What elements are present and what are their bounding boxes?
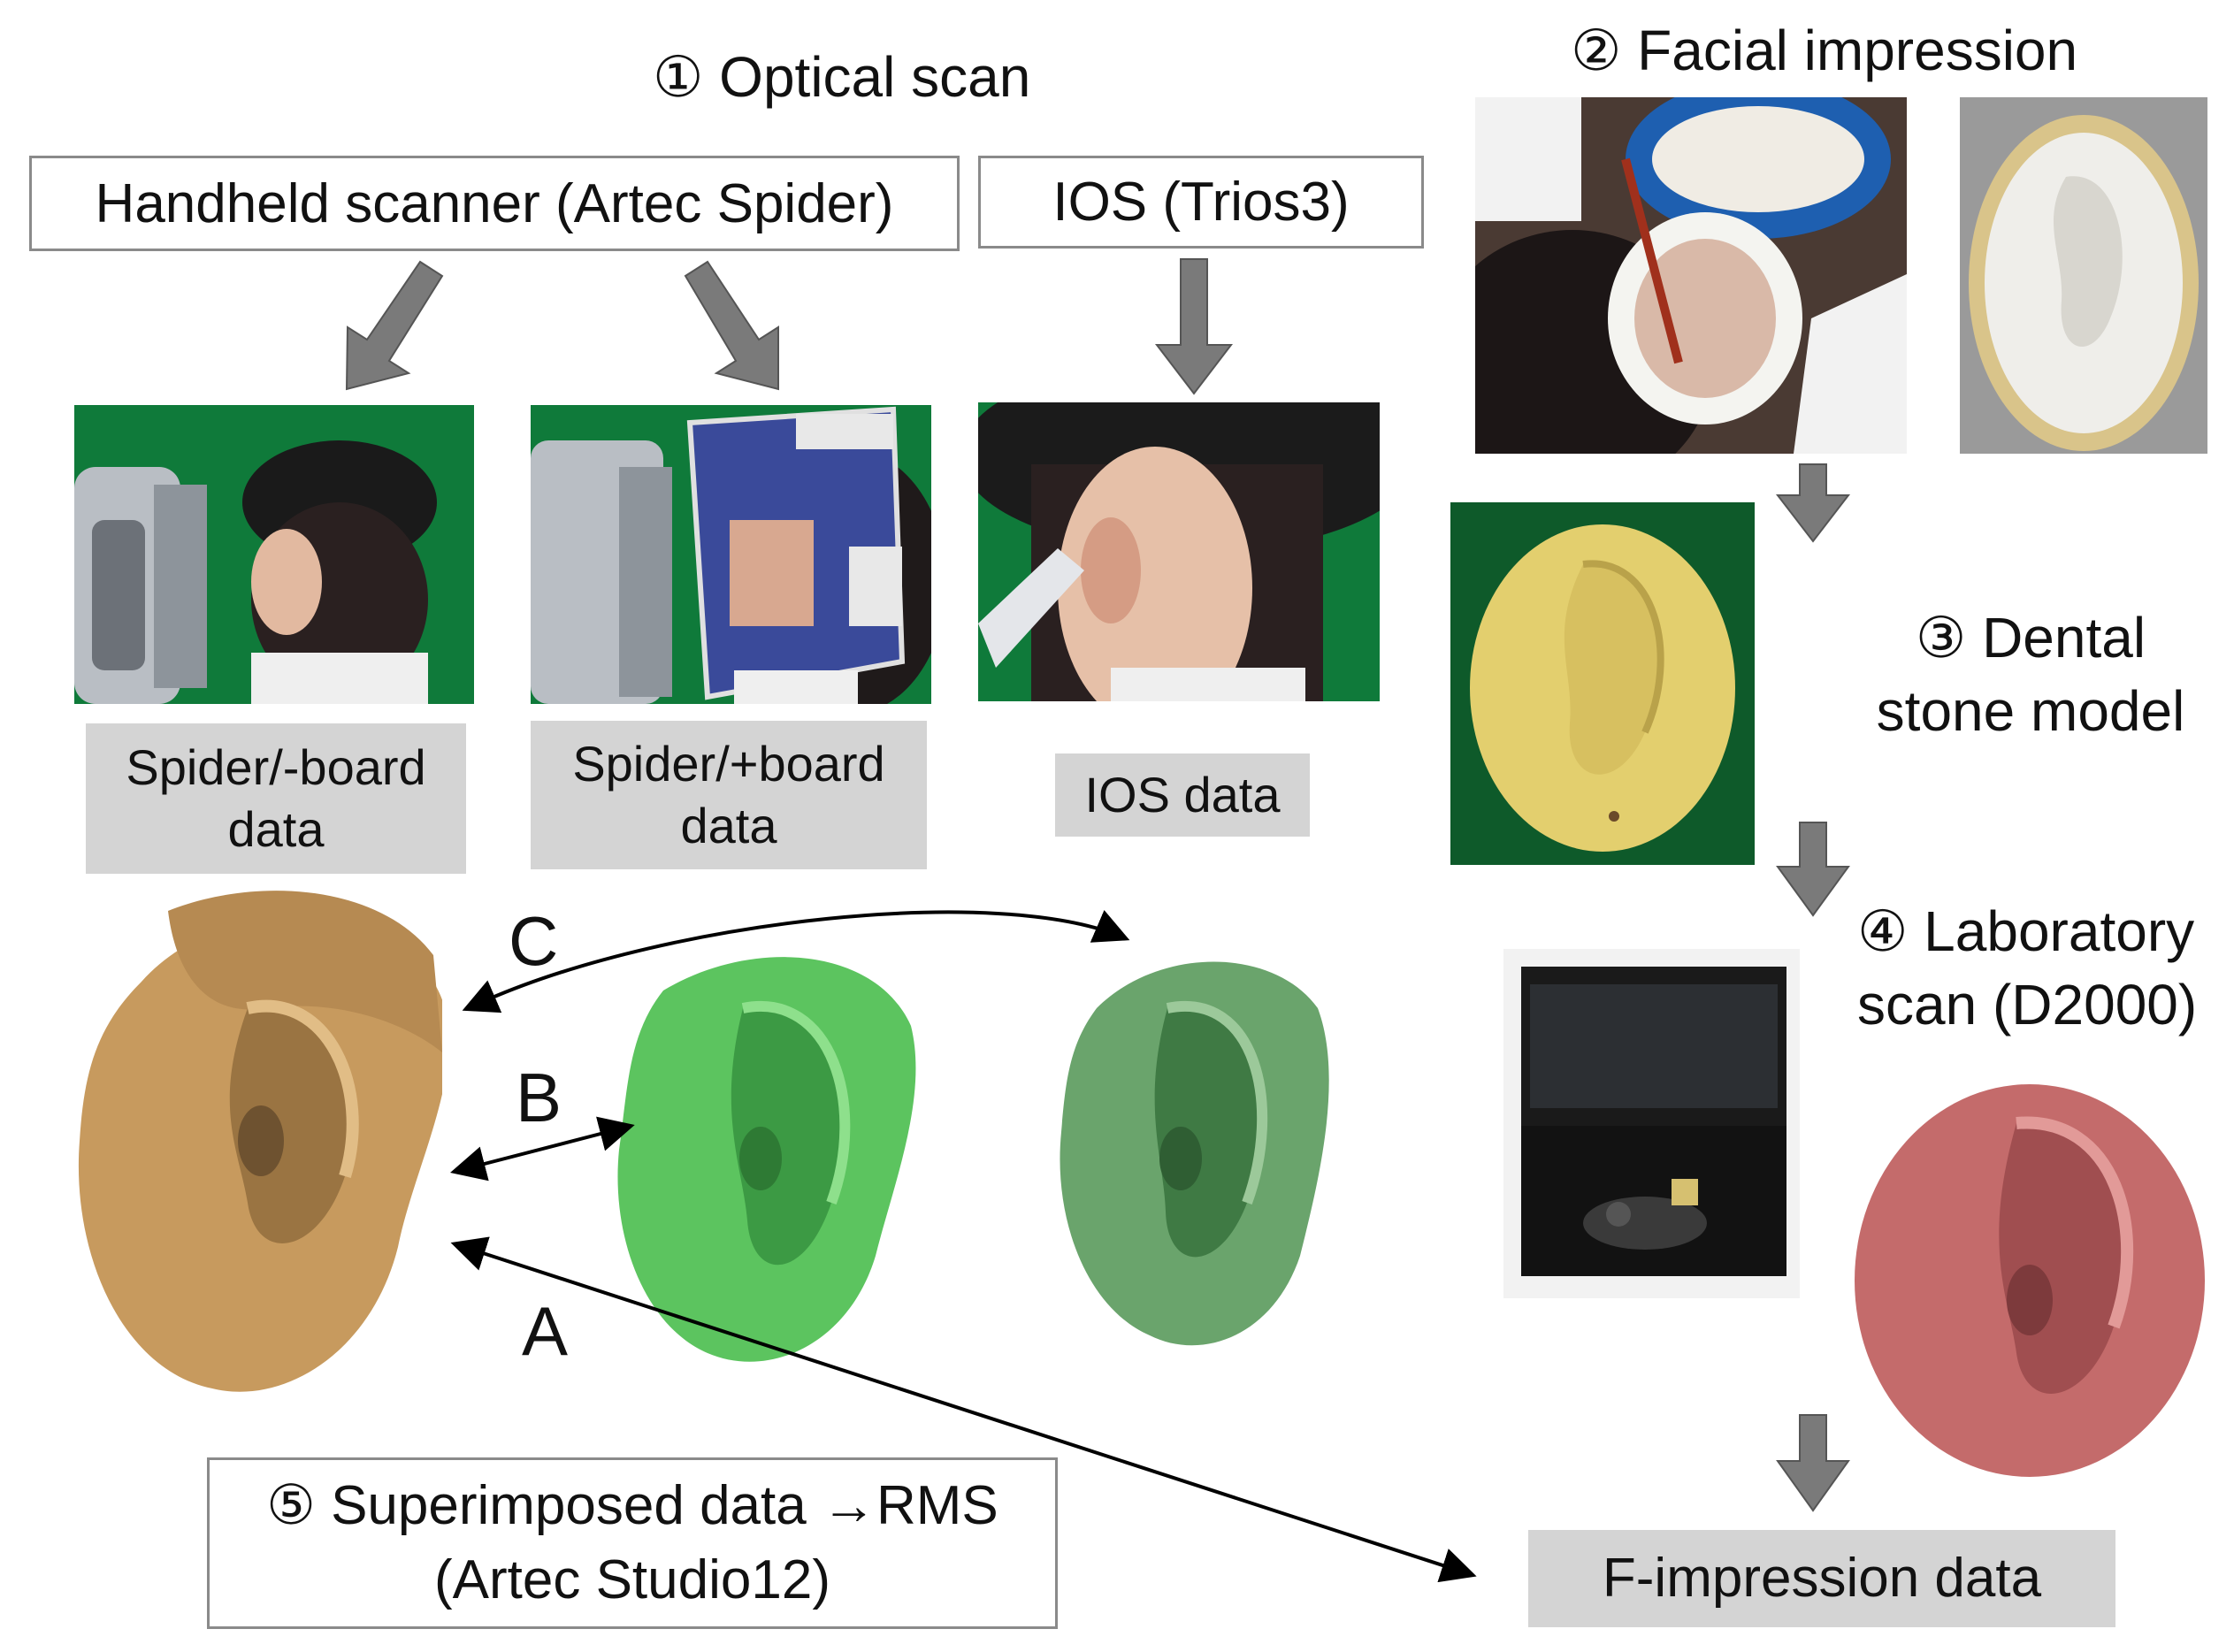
dental-stone-line2: stone model [1876,679,2185,744]
dental-stone-heading: ③ Dental stone model [1845,601,2216,748]
model-f-impression-tan [62,876,442,1417]
facial-impression-label: Facial impression [1637,19,2078,82]
step-number-1: ① [653,45,704,109]
photo-impression-mold [1960,97,2207,454]
comparison-arrow-c [462,910,1130,1013]
ios-box: IOS (Trios3) [978,156,1424,249]
block-arrow-spider-minus [345,260,444,391]
ios-label: IOS (Trios3) [1052,172,1350,233]
step-number-2: ② [1571,19,1622,82]
f-impression-data-label: F-impression data [1528,1530,2115,1627]
comparison-arrow-a [450,1236,1477,1583]
step-number-4: ④ [1857,899,1909,963]
block-arrow-spider-plus [684,260,779,391]
spider-plus-board-label: Spider/+board data [531,721,927,869]
block-arrow-to-stone [1775,463,1851,543]
laboratory-scan-heading: ④ Laboratory scan (D2000) [1857,895,2197,1042]
photo-ios-scan [978,402,1380,701]
comparison-arrow-b [450,1116,635,1182]
photo-facial-impression-procedure [1475,97,1907,454]
photo-spider-no-board [74,405,474,704]
facial-impression-heading: ② Facial impression [1571,19,2077,81]
optical-scan-heading: ① Optical scan [653,46,1030,108]
photo-spider-with-board [531,405,931,704]
handheld-scanner-box: Handheld scanner (Artec Spider) [29,156,960,251]
model-f-impression-pink [1848,1079,2211,1481]
block-arrow-to-lab [1776,822,1850,917]
dental-stone-line1: Dental [1982,606,2146,669]
photo-dental-stone-model [1450,502,1755,865]
handheld-scanner-label: Handheld scanner (Artec Spider) [95,172,894,234]
laboratory-scan-line2: scan (D2000) [1857,973,2198,1037]
spider-minus-board-label: Spider/-board data [86,723,466,874]
ios-data-label: IOS data [1055,753,1310,837]
photo-laboratory-scanner [1503,949,1800,1298]
step-number-3: ③ [1915,606,1967,669]
optical-scan-label: Optical scan [719,45,1031,109]
block-arrow-ios [1154,258,1234,395]
block-arrow-to-f-impression [1776,1414,1850,1512]
laboratory-scan-line1: Laboratory [1924,899,2195,963]
step-number-5: ⑤ [266,1475,316,1537]
